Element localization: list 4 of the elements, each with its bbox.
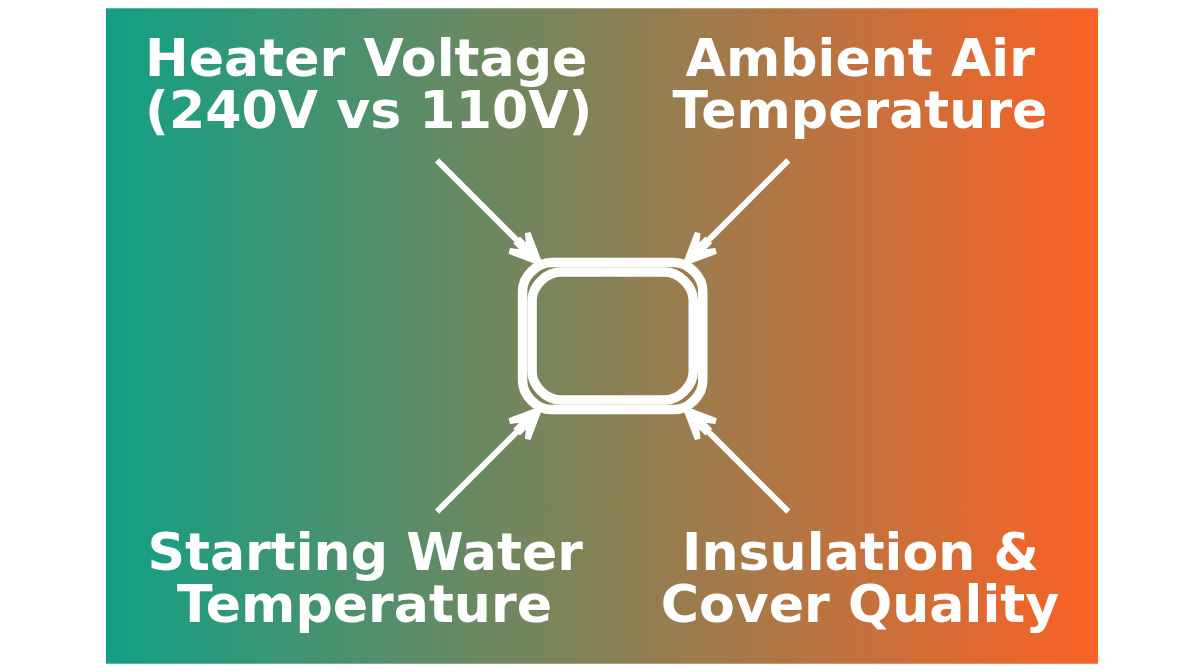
node-text: Starting Water Temperature [147,522,583,635]
node-text: Insulation & Cover Quality [660,522,1060,635]
node-text: Heater Voltage (240V vs 110V) [145,28,593,141]
node-text: Ambient Air Temperature [672,28,1048,141]
